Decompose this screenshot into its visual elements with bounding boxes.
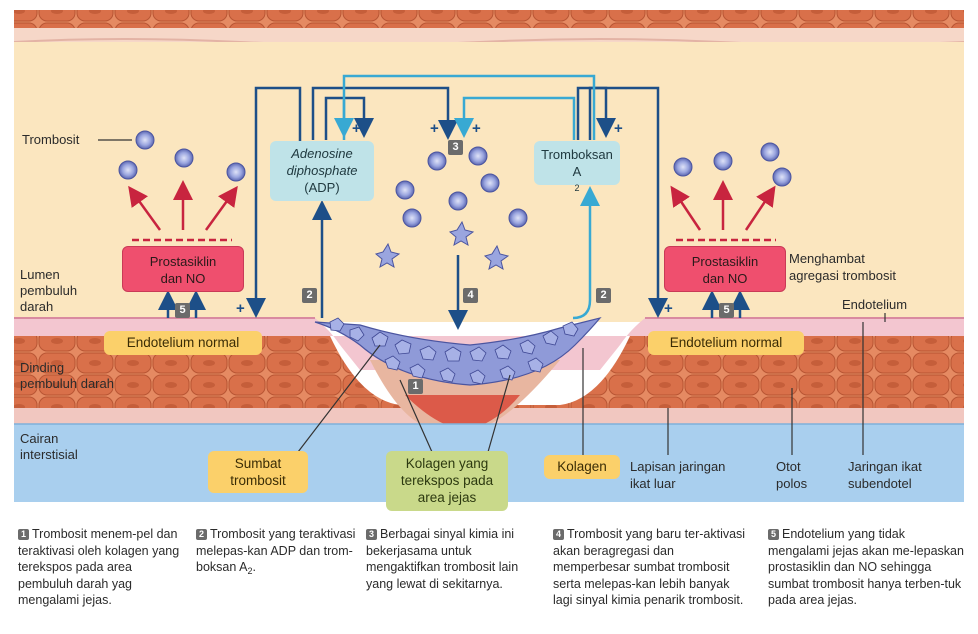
platelet bbox=[714, 152, 732, 170]
platelet bbox=[469, 147, 487, 165]
platelet bbox=[481, 174, 499, 192]
platelet bbox=[509, 209, 527, 227]
plus-sign: + bbox=[236, 300, 245, 317]
platelet bbox=[396, 181, 414, 199]
step-badge-1: 1 bbox=[408, 379, 423, 394]
step-badge-4: 4 bbox=[463, 288, 478, 303]
platelet bbox=[119, 161, 137, 179]
platelet bbox=[175, 149, 193, 167]
plus-sign: + bbox=[472, 120, 481, 137]
trombosit-label: Trombosit bbox=[22, 132, 79, 147]
platelet bbox=[227, 163, 245, 181]
plus-sign: + bbox=[352, 120, 361, 137]
platelet bbox=[761, 143, 779, 161]
plus-sign: + bbox=[664, 300, 673, 317]
platelet bbox=[449, 192, 467, 210]
plus-sign: + bbox=[614, 120, 623, 137]
endothelium-label: Endotelium bbox=[842, 297, 907, 312]
step-badge-3: 3 bbox=[448, 140, 463, 155]
collagen-box: Kolagen bbox=[544, 455, 620, 479]
normal-endothelium-left: Endotelium normal bbox=[104, 331, 262, 355]
step-badge-2-left: 2 bbox=[302, 288, 317, 303]
step-badge-2-right: 2 bbox=[596, 288, 611, 303]
platelet bbox=[773, 168, 791, 186]
platelet bbox=[403, 209, 421, 227]
platelet bbox=[674, 158, 692, 176]
plus-sign: + bbox=[430, 120, 439, 137]
step-badge-5-left: 5 bbox=[175, 303, 190, 318]
step-badge-5-right: 5 bbox=[719, 303, 734, 318]
normal-endothelium-right: Endotelium normal bbox=[648, 331, 804, 355]
platelet bbox=[136, 131, 154, 149]
platelet bbox=[428, 152, 446, 170]
top-vessel-wall bbox=[14, 10, 964, 45]
